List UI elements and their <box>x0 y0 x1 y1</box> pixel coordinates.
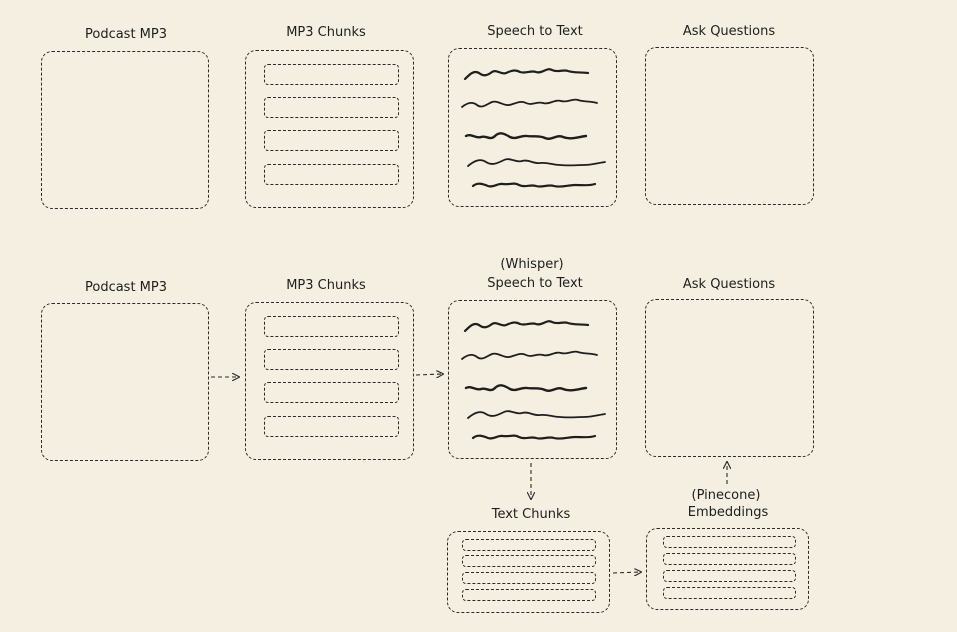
podcast-mp3-box-bottom <box>41 303 209 461</box>
mp3-chunk-bar <box>264 164 399 185</box>
text-chunk-bar <box>462 555 596 567</box>
pinecone-label: (Pinecone) <box>691 488 761 503</box>
mp3-chunks-title-bottom: MP3 Chunks <box>286 278 366 293</box>
speech-to-text-title-bottom: Speech to Text <box>487 276 583 291</box>
mp3-chunk-bar <box>264 130 399 151</box>
mp3-chunk-bar <box>264 349 399 370</box>
embedding-bar <box>663 553 796 565</box>
mp3-chunks-box-top <box>245 50 414 208</box>
podcast-mp3-title-top: Podcast MP3 <box>84 27 168 42</box>
mp3-chunk-bar <box>264 416 399 437</box>
podcast-mp3-title-bottom: Podcast MP3 <box>84 280 168 295</box>
mp3-chunk-bar <box>264 382 399 403</box>
ask-questions-box-bottom <box>645 299 814 457</box>
embedding-bar <box>663 587 796 599</box>
mp3-chunks-title-top: MP3 Chunks <box>286 25 366 40</box>
embedding-bar <box>663 570 796 582</box>
arrow-text-chunks-to-embeddings <box>612 572 641 573</box>
speech-to-text-title-top: Speech to Text <box>487 24 583 39</box>
text-chunks-box <box>447 531 610 613</box>
speech-to-text-box-top <box>448 48 617 207</box>
mp3-chunk-bar <box>264 64 399 85</box>
mp3-chunk-bar <box>264 316 399 337</box>
text-chunk-bar <box>462 539 596 551</box>
speech-to-text-box-bottom <box>448 300 617 459</box>
text-chunk-bar <box>462 589 596 601</box>
ask-questions-title-bottom: Ask Questions <box>682 277 776 292</box>
ask-questions-box-top <box>645 47 814 205</box>
text-chunk-bar <box>462 572 596 584</box>
text-chunks-title: Text Chunks <box>491 507 571 522</box>
embeddings-box <box>646 528 809 610</box>
embedding-bar <box>663 536 796 548</box>
mp3-chunk-bar <box>264 97 399 118</box>
mp3-chunks-box-bottom <box>245 302 414 460</box>
whisper-label: (Whisper) <box>500 257 564 272</box>
podcast-mp3-box-top <box>41 51 209 209</box>
ask-questions-title-top: Ask Questions <box>682 24 776 39</box>
embeddings-title: Embeddings <box>687 505 769 520</box>
arrow-chunks-to-speech <box>415 374 443 375</box>
